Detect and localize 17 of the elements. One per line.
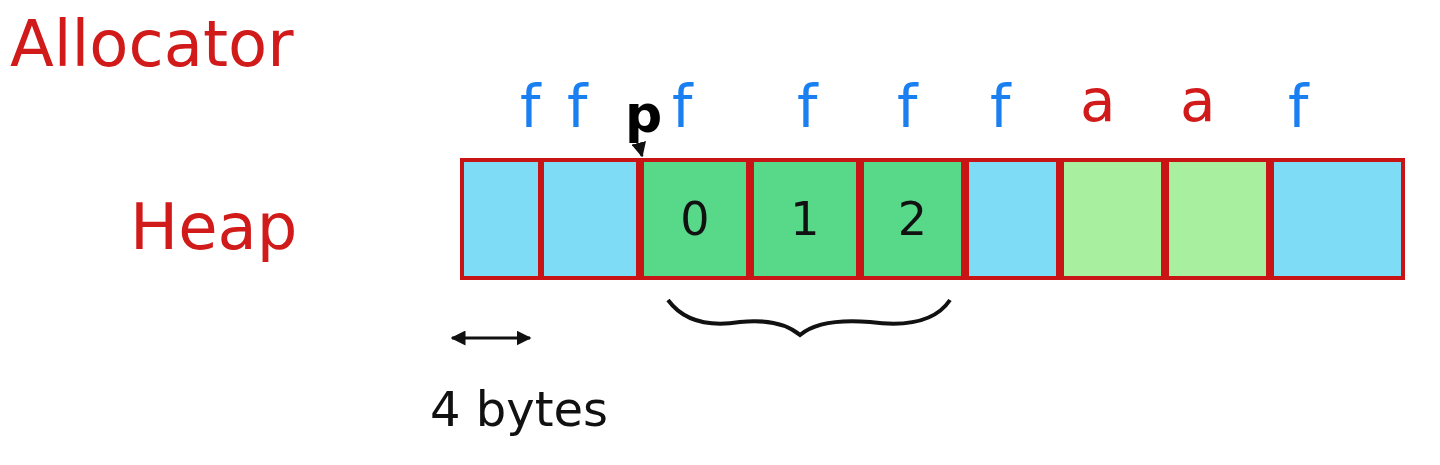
heap-cell: 0: [640, 158, 750, 280]
heap-cell: 2: [860, 158, 965, 280]
cell-state-letter: f: [672, 78, 693, 136]
arrow: [631, 141, 646, 158]
cell-state-letter: f: [897, 78, 918, 136]
cell-state-letter: f: [1288, 78, 1309, 136]
cell-state-letter: a: [1080, 72, 1116, 130]
cell-state-letter: f: [520, 78, 541, 136]
heap-cell: [540, 158, 640, 280]
title-text: Allocator: [10, 12, 294, 76]
heap-cell: [1270, 158, 1405, 280]
cell-state-letter: f: [567, 78, 588, 136]
cell-state-letter: a: [1180, 72, 1216, 130]
cell-state-letter: f: [990, 78, 1011, 136]
cell-state-letter: f: [797, 78, 818, 136]
heap-cell: [460, 158, 542, 280]
heap-cell: 1: [750, 158, 860, 280]
